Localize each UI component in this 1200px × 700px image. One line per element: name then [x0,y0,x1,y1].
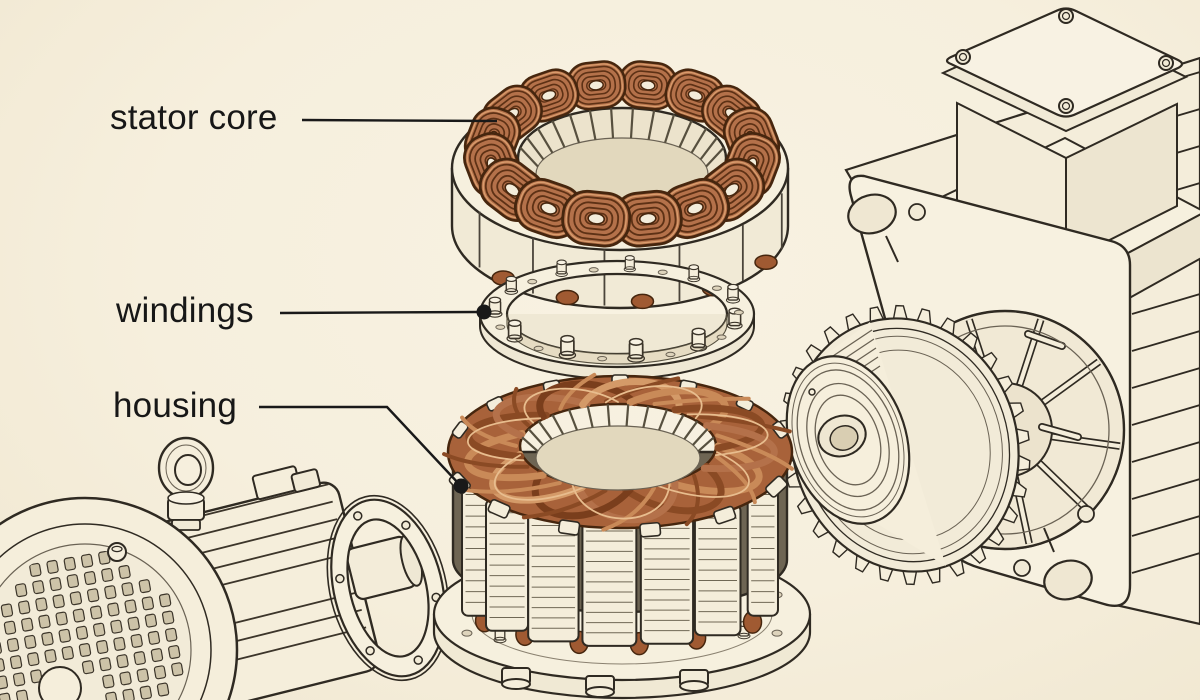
label-housing: housing [113,386,238,425]
copper-wire-strands [442,372,794,532]
stator-teeth [519,108,725,168]
leader-line-stator-core [301,118,498,123]
laminated-poles [461,480,779,656]
shaft-pulley-gear [779,304,1031,586]
assembled-motor-illustration [779,7,1200,626]
flange-holes [847,193,1095,601]
fan-cover-vents [0,550,184,700]
lid-bolts [955,8,1174,114]
leader-dot-housing [453,478,469,494]
label-windings: windings [116,291,254,330]
lifting-eyebolt [157,436,215,531]
separator-ring-illustration [478,255,756,380]
fan-cover [0,496,239,700]
base-feet [501,667,709,698]
finned-motor-illustration [0,436,450,700]
leader-line-housing [259,405,460,485]
bore-teeth [521,404,715,453]
ring-holes [495,267,744,362]
bearing-flange-ring [326,494,450,682]
leader-dot-windings [476,304,492,320]
leader-line-windings [279,310,478,315]
label-stator-core: stator core [110,98,278,137]
wound-stator-illustration [432,372,812,700]
leader-lines [259,118,498,494]
